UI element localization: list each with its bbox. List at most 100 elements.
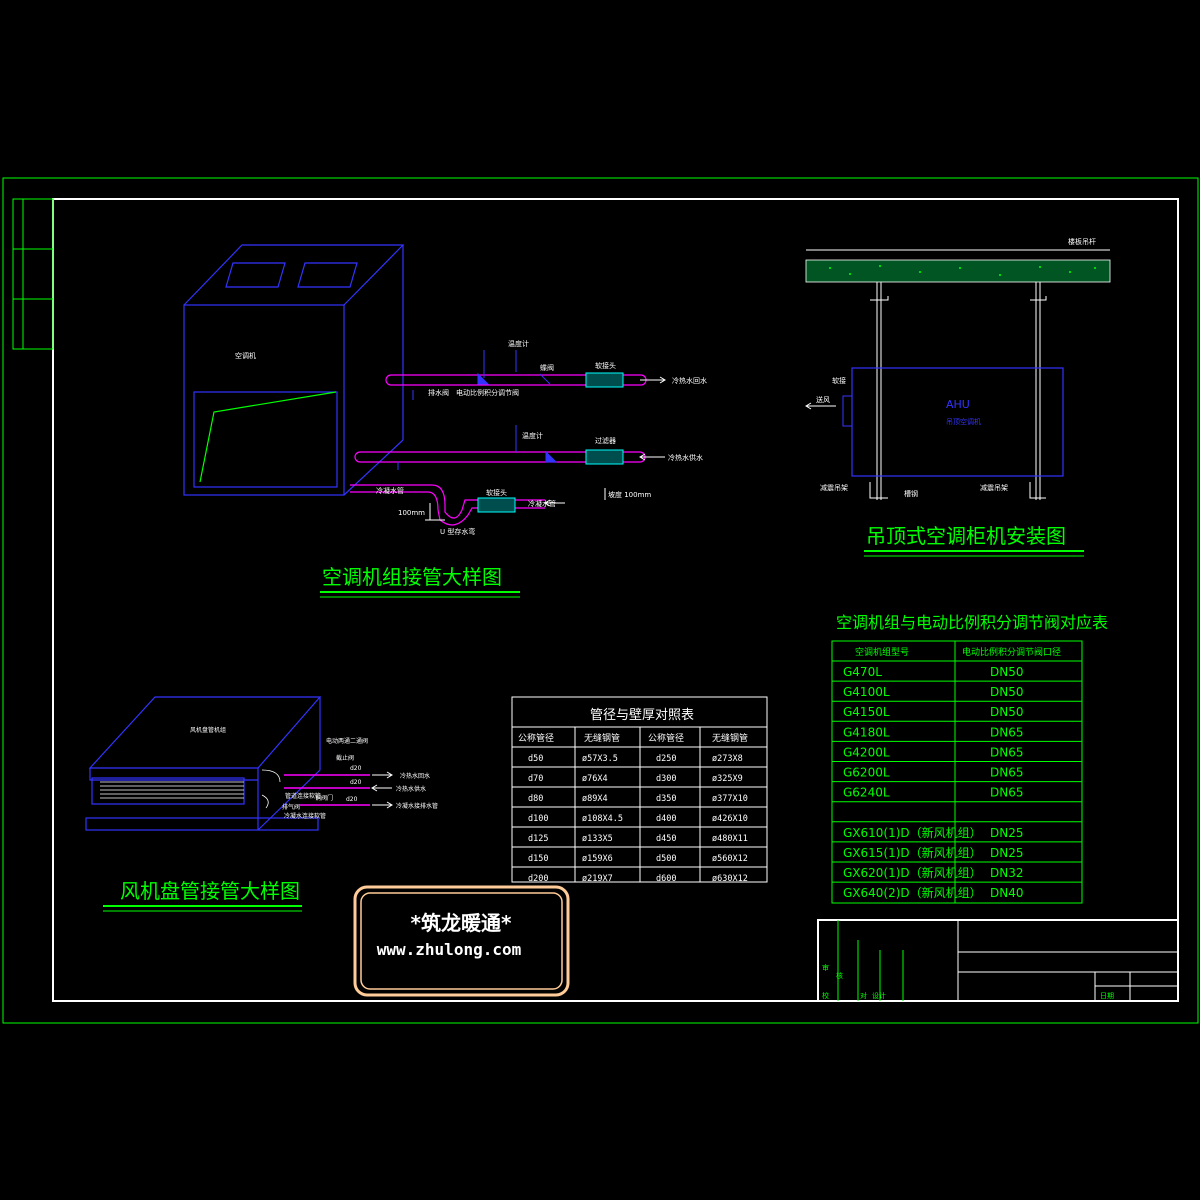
ceiling-bottom-left: 减震吊架 xyxy=(820,483,848,492)
valve-size: DN25 xyxy=(990,826,1024,840)
valve-table-title: 空调机组与电动比例积分调节阀对应表 xyxy=(836,613,1108,632)
pipe-cell: ø108X4.5 xyxy=(582,814,623,824)
pipe-cell: ø480X11 xyxy=(712,834,748,844)
valve-model: G470L xyxy=(843,665,882,679)
ceiling-ahu-diagram: AHU 吊顶空调机 楼板吊杆 软接 送风 减震吊架 槽钢 减震吊架 吊顶式空调柜… xyxy=(805,237,1111,557)
ahu-out-1: 冷热水回水 xyxy=(672,376,707,385)
pipe-h1: 无缝钢管 xyxy=(584,732,620,744)
ahu-u-trap: U 型存水弯 xyxy=(440,527,475,536)
valve-size: DN65 xyxy=(990,766,1024,780)
pipe-cell: d80 xyxy=(528,794,543,804)
valve-size: DN40 xyxy=(990,886,1024,900)
ahu-out-3: 冷凝水管 xyxy=(528,499,556,508)
tb-e: 设计 xyxy=(872,991,886,1000)
ceiling-airflow: 送风 xyxy=(816,395,830,404)
pipe-cell: ø426X10 xyxy=(712,814,748,824)
pipe-h0: 公称管径 xyxy=(518,732,554,744)
fcu-o3: 冷凝水接排水管 xyxy=(396,802,438,810)
valve-model: G6240L xyxy=(843,786,890,800)
pipe-cell: d50 xyxy=(528,754,543,764)
pipe-cell: ø219X7 xyxy=(582,874,613,884)
ahu-valve-1: 蝶阀 xyxy=(540,363,554,372)
pipe-cell: d300 xyxy=(656,774,676,784)
watermark-line1: *筑龙暖通* xyxy=(411,911,512,935)
tb-d: 对 xyxy=(860,991,867,1000)
valve-size: DN32 xyxy=(990,866,1024,880)
fcu-piping-title: 风机盘管接管大样图 xyxy=(120,879,300,903)
ahu-filter-1: 软接头 xyxy=(595,361,616,370)
valve-h1: 电动比例积分调节阀口径 xyxy=(962,646,1061,658)
ahu-dim-100: 100mm xyxy=(398,509,425,517)
fcu-d2: d20 xyxy=(350,779,362,786)
ahu-out-2: 冷热水供水 xyxy=(668,453,703,462)
pipe-cell: d350 xyxy=(656,794,676,804)
pipe-cell: d70 xyxy=(528,774,543,784)
pipe-cell: ø273X8 xyxy=(712,754,743,764)
tb-g: 日期 xyxy=(1100,992,1114,1000)
valve-size: DN65 xyxy=(990,725,1024,739)
ahu-drain-label: 排水阀 xyxy=(428,388,449,397)
pipe-cell: d150 xyxy=(528,854,548,864)
ceiling-ahu-title: 吊顶式空调柜机安装图 xyxy=(866,524,1066,548)
fcu-l1: 电动两通二通阀 xyxy=(326,737,368,745)
valve-size: DN65 xyxy=(990,745,1024,759)
watermark-line2: www.zhulong.com xyxy=(377,940,522,959)
fcu-d3: d20 xyxy=(346,796,358,803)
fcu-d1: d20 xyxy=(350,765,362,772)
fcu-l3: 管道连接软管 xyxy=(285,792,321,800)
valve-model: GX615(1)D（新风机组） xyxy=(843,845,982,860)
ahu-piping-diagram: 空调机 温度计 蝶阀 软接头 冷热水回水 排水阀 电动比例积分调节阀 温度计 过… xyxy=(183,244,707,598)
fcu-l2: 截止阀 xyxy=(336,754,354,762)
valve-model: G4200L xyxy=(843,745,890,759)
valve-table: 空调机组与电动比例积分调节阀对应表 空调机组型号 电动比例积分调节阀口径 G47… xyxy=(831,613,1108,904)
inner-frame xyxy=(52,198,1179,1002)
pipe-cell: ø159X6 xyxy=(582,854,613,864)
tb-b: 核 xyxy=(836,971,843,980)
pipe-cell: d450 xyxy=(656,834,676,844)
binding-strip xyxy=(12,198,54,350)
pipe-cell: d250 xyxy=(656,754,676,764)
ceiling-ahu-sub: 吊顶空调机 xyxy=(946,417,981,426)
valve-model: G6200L xyxy=(843,766,890,780)
ahu-thermometer-1: 温度计 xyxy=(508,339,529,348)
valve-model: G4180L xyxy=(843,725,890,739)
ahu-control-valve: 电动比例积分调节阀 xyxy=(456,388,519,397)
fcu-diagram: 风机盘管机组 电动两通二通阀 截止阀 管道连接软管 铜阀门 排气阀 冷凝水连接软… xyxy=(85,696,438,912)
pipe-cell: ø560X12 xyxy=(712,854,748,864)
ceiling-ahu-label: AHU xyxy=(946,398,970,411)
fcu-o1: 冷热水回水 xyxy=(400,772,430,780)
ceiling-top-label: 楼板吊杆 xyxy=(1068,237,1096,246)
valve-model: G4100L xyxy=(843,685,890,699)
ahu-thermometer-2: 温度计 xyxy=(522,431,543,440)
ahu-drain-2: 冷凝水管 xyxy=(376,486,404,495)
pipe-cell: ø57X3.5 xyxy=(582,754,618,764)
pipe-cell: ø377X10 xyxy=(712,794,748,804)
fcu-l4: 铜阀门 xyxy=(315,794,333,802)
pipe-cell: d500 xyxy=(656,854,676,864)
fcu-l6: 冷凝水连接软管 xyxy=(284,812,326,820)
valve-model: G4150L xyxy=(843,705,890,719)
ahu-filter-2: 过滤器 xyxy=(595,436,616,445)
watermark: *筑龙暖通* www.zhulong.com xyxy=(353,885,570,997)
pipe-cell: d600 xyxy=(656,874,676,884)
pipe-cell: ø76X4 xyxy=(582,774,608,784)
pipe-cell: ø630X12 xyxy=(712,874,748,884)
ahu-unit-label: 空调机 xyxy=(235,351,256,360)
pipe-cell: ø325X9 xyxy=(712,774,743,784)
valve-model: GX640(2)D（新风机组） xyxy=(843,885,982,900)
valve-size: DN65 xyxy=(990,786,1024,800)
ceiling-bottom-mid: 槽钢 xyxy=(904,489,918,498)
valve-size: DN50 xyxy=(990,685,1024,699)
tb-a: 审 xyxy=(822,963,829,972)
fcu-o2: 冷热水供水 xyxy=(396,785,426,793)
outer-frame xyxy=(2,177,1199,1024)
tb-c: 校 xyxy=(822,991,829,1000)
fcu-unit-label: 风机盘管机组 xyxy=(190,726,226,734)
pipe-cell: d125 xyxy=(528,834,548,844)
ahu-piping-title: 空调机组接管大样图 xyxy=(322,565,502,589)
pipe-cell: ø133X5 xyxy=(582,834,613,844)
pipe-cell: d200 xyxy=(528,874,548,884)
pipe-cell: d400 xyxy=(656,814,676,824)
